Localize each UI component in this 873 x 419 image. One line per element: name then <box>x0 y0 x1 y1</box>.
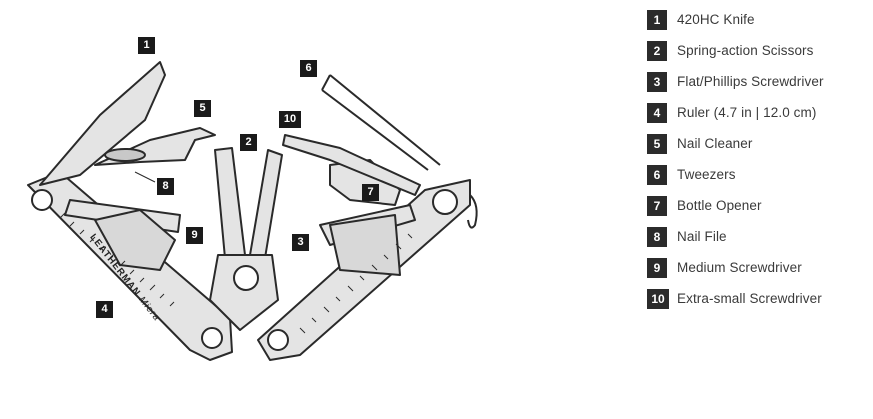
legend-item: 4 Ruler (4.7 in | 12.0 cm) <box>647 101 867 132</box>
legend-item: 2 Spring-action Scissors <box>647 39 867 70</box>
callout-6: 6 <box>300 60 317 77</box>
legend-number-badge: 4 <box>647 103 667 123</box>
scissors-blade-right <box>249 149 283 259</box>
legend-item: 1 420HC Knife <box>647 8 867 39</box>
left-pivot <box>31 189 53 211</box>
legend-number-badge: 6 <box>647 165 667 185</box>
callout-4: 4 <box>96 301 113 318</box>
legend-label: Ruler (4.7 in | 12.0 cm) <box>677 105 817 120</box>
legend-label: Bottle Opener <box>677 198 762 213</box>
legend-label: Tweezers <box>677 167 736 182</box>
tweezers <box>329 74 441 166</box>
legend-item: 9 Medium Screwdriver <box>647 256 867 287</box>
extra-small-screwdriver <box>282 134 421 196</box>
callout-5: 5 <box>194 100 211 117</box>
legend-item: 6 Tweezers <box>647 163 867 194</box>
bottle-opener <box>329 159 401 206</box>
legend-number-badge: 5 <box>647 134 667 154</box>
multitool-illustration <box>27 61 478 361</box>
legend-number-badge: 8 <box>647 227 667 247</box>
legend-label: Nail File <box>677 229 727 244</box>
callout-10: 10 <box>279 111 301 128</box>
right-pivot <box>432 189 458 215</box>
callout-7: 7 <box>362 184 379 201</box>
legend-item: 3 Flat/Phillips Screwdriver <box>647 70 867 101</box>
legend-label: Medium Screwdriver <box>677 260 802 275</box>
legend-label: Flat/Phillips Screwdriver <box>677 74 824 89</box>
legend-number-badge: 2 <box>647 41 667 61</box>
ruler-ticks <box>59 212 413 334</box>
callout-1: 1 <box>138 37 155 54</box>
scissors-handle <box>209 254 279 331</box>
legend-number-badge: 3 <box>647 72 667 92</box>
legend-number-badge: 10 <box>647 289 669 309</box>
legend-number-badge: 9 <box>647 258 667 278</box>
left-bottom-pivot <box>201 327 223 349</box>
legend-item: 8 Nail File <box>647 225 867 256</box>
right-bottom-pivot <box>267 329 289 351</box>
medium-screwdriver <box>94 209 176 271</box>
scissors-blade-left <box>214 147 246 259</box>
legend-number-badge: 7 <box>647 196 667 216</box>
legend-item: 5 Nail Cleaner <box>647 132 867 163</box>
legend: 1 420HC Knife 2 Spring-action Scissors 3… <box>647 8 867 318</box>
legend-label: 420HC Knife <box>677 12 755 27</box>
callout-3: 3 <box>292 234 309 251</box>
legend-number-badge: 1 <box>647 10 667 30</box>
legend-label: Spring-action Scissors <box>677 43 814 58</box>
legend-item: 7 Bottle Opener <box>647 194 867 225</box>
callout-2: 2 <box>240 134 257 151</box>
callout-9: 9 <box>186 227 203 244</box>
right-disk <box>329 214 401 276</box>
callout-8: 8 <box>157 178 174 195</box>
knife-blade <box>39 61 166 186</box>
scissors-pivot <box>233 265 259 291</box>
legend-item: 10 Extra-small Screwdriver <box>647 287 867 318</box>
legend-label: Nail Cleaner <box>677 136 753 151</box>
legend-label: Extra-small Screwdriver <box>677 291 822 306</box>
